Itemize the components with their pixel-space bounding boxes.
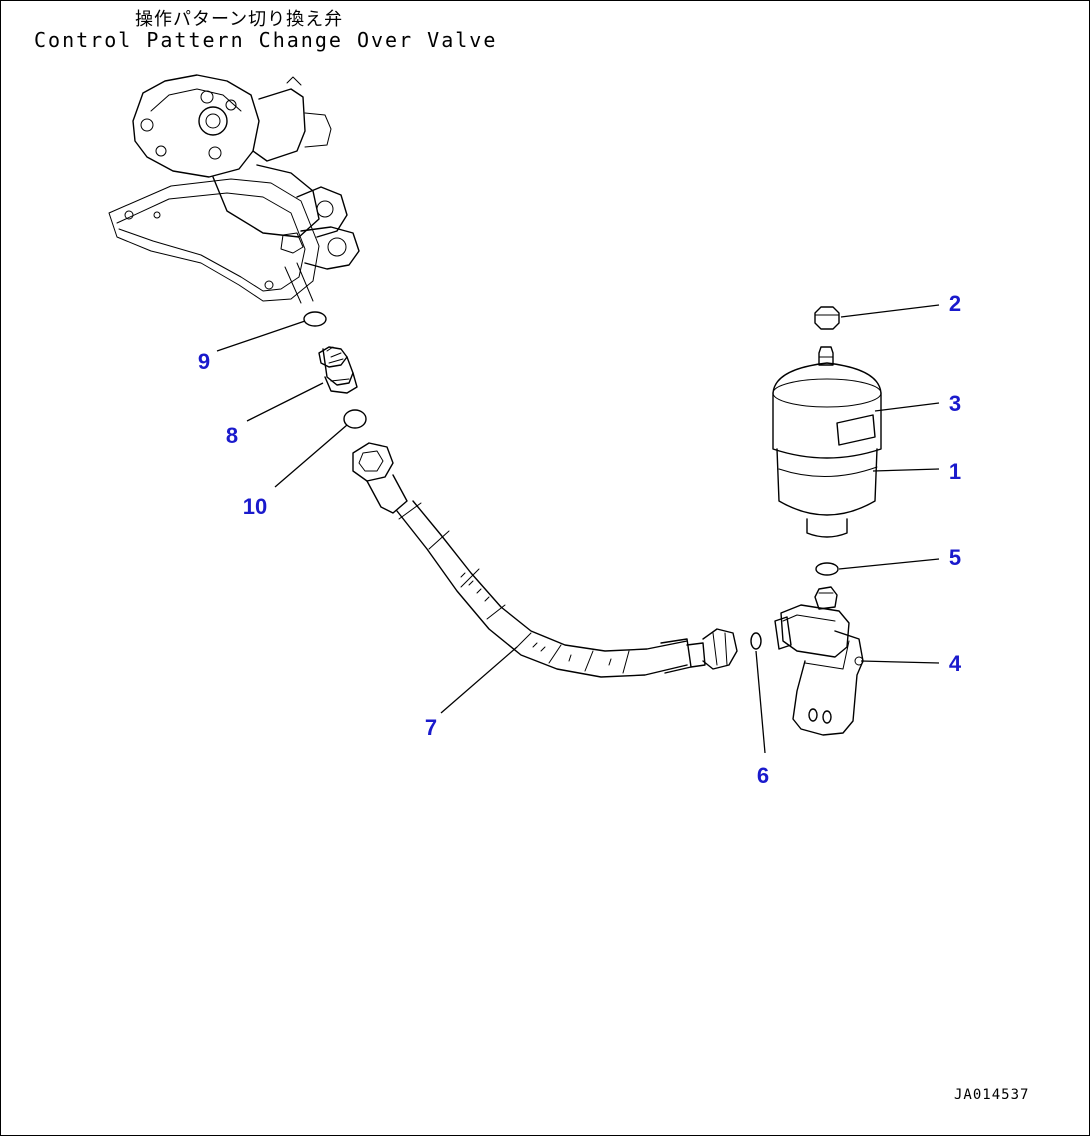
callout-8: 8 xyxy=(226,423,238,448)
callout-3: 3 xyxy=(949,391,961,416)
callout-1: 1 xyxy=(949,459,961,484)
callout-numbers: 1 2 3 4 5 6 7 8 9 10 xyxy=(198,291,962,788)
callout-7: 7 xyxy=(425,715,437,740)
diagram-title-english: Control Pattern Change Over Valve xyxy=(34,28,498,52)
cap-nut-part-2 xyxy=(814,306,840,330)
callout-9: 9 xyxy=(198,349,210,374)
hose-part-7 xyxy=(352,442,738,678)
callout-10: 10 xyxy=(243,494,267,519)
callout-5: 5 xyxy=(949,545,961,570)
o-ring-part-6 xyxy=(750,632,762,650)
o-ring-part-5 xyxy=(815,562,839,576)
label-plate-part-3 xyxy=(836,414,876,446)
callout-6: 6 xyxy=(757,763,769,788)
o-ring-part-9 xyxy=(303,311,327,327)
bracket-part-4 xyxy=(774,586,864,736)
drawing-number: JA014537 xyxy=(954,1087,1030,1103)
leader-lines xyxy=(216,304,940,754)
control-valve-assembly xyxy=(108,74,360,304)
filter-canister-part-1 xyxy=(772,346,882,538)
o-ring-part-10 xyxy=(343,409,367,429)
diagram-title-japanese: 操作パターン切り換え弁 xyxy=(135,9,344,30)
fitting-part-8 xyxy=(318,346,358,394)
callout-2: 2 xyxy=(949,291,961,316)
callout-4: 4 xyxy=(949,651,962,676)
